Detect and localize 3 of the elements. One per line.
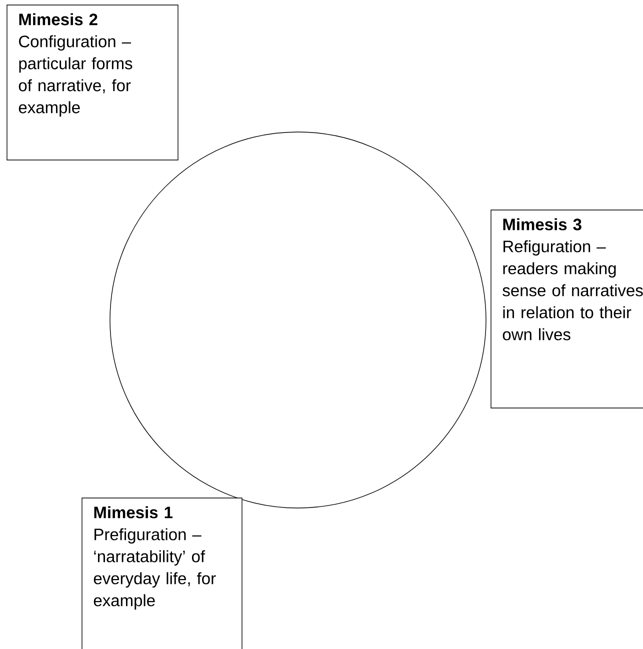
text-box: Mimesis 1 Prefiguration – ‘narratability’ of everyday life, for example [82, 498, 242, 649]
text-box: Mimesis 3 Refiguration – readers making sense of narratives in relation to their own lives [490, 210, 643, 408]
text-box: Mimesis 2 Configuration – particular forms of narrative, for example [6, 4, 178, 160]
